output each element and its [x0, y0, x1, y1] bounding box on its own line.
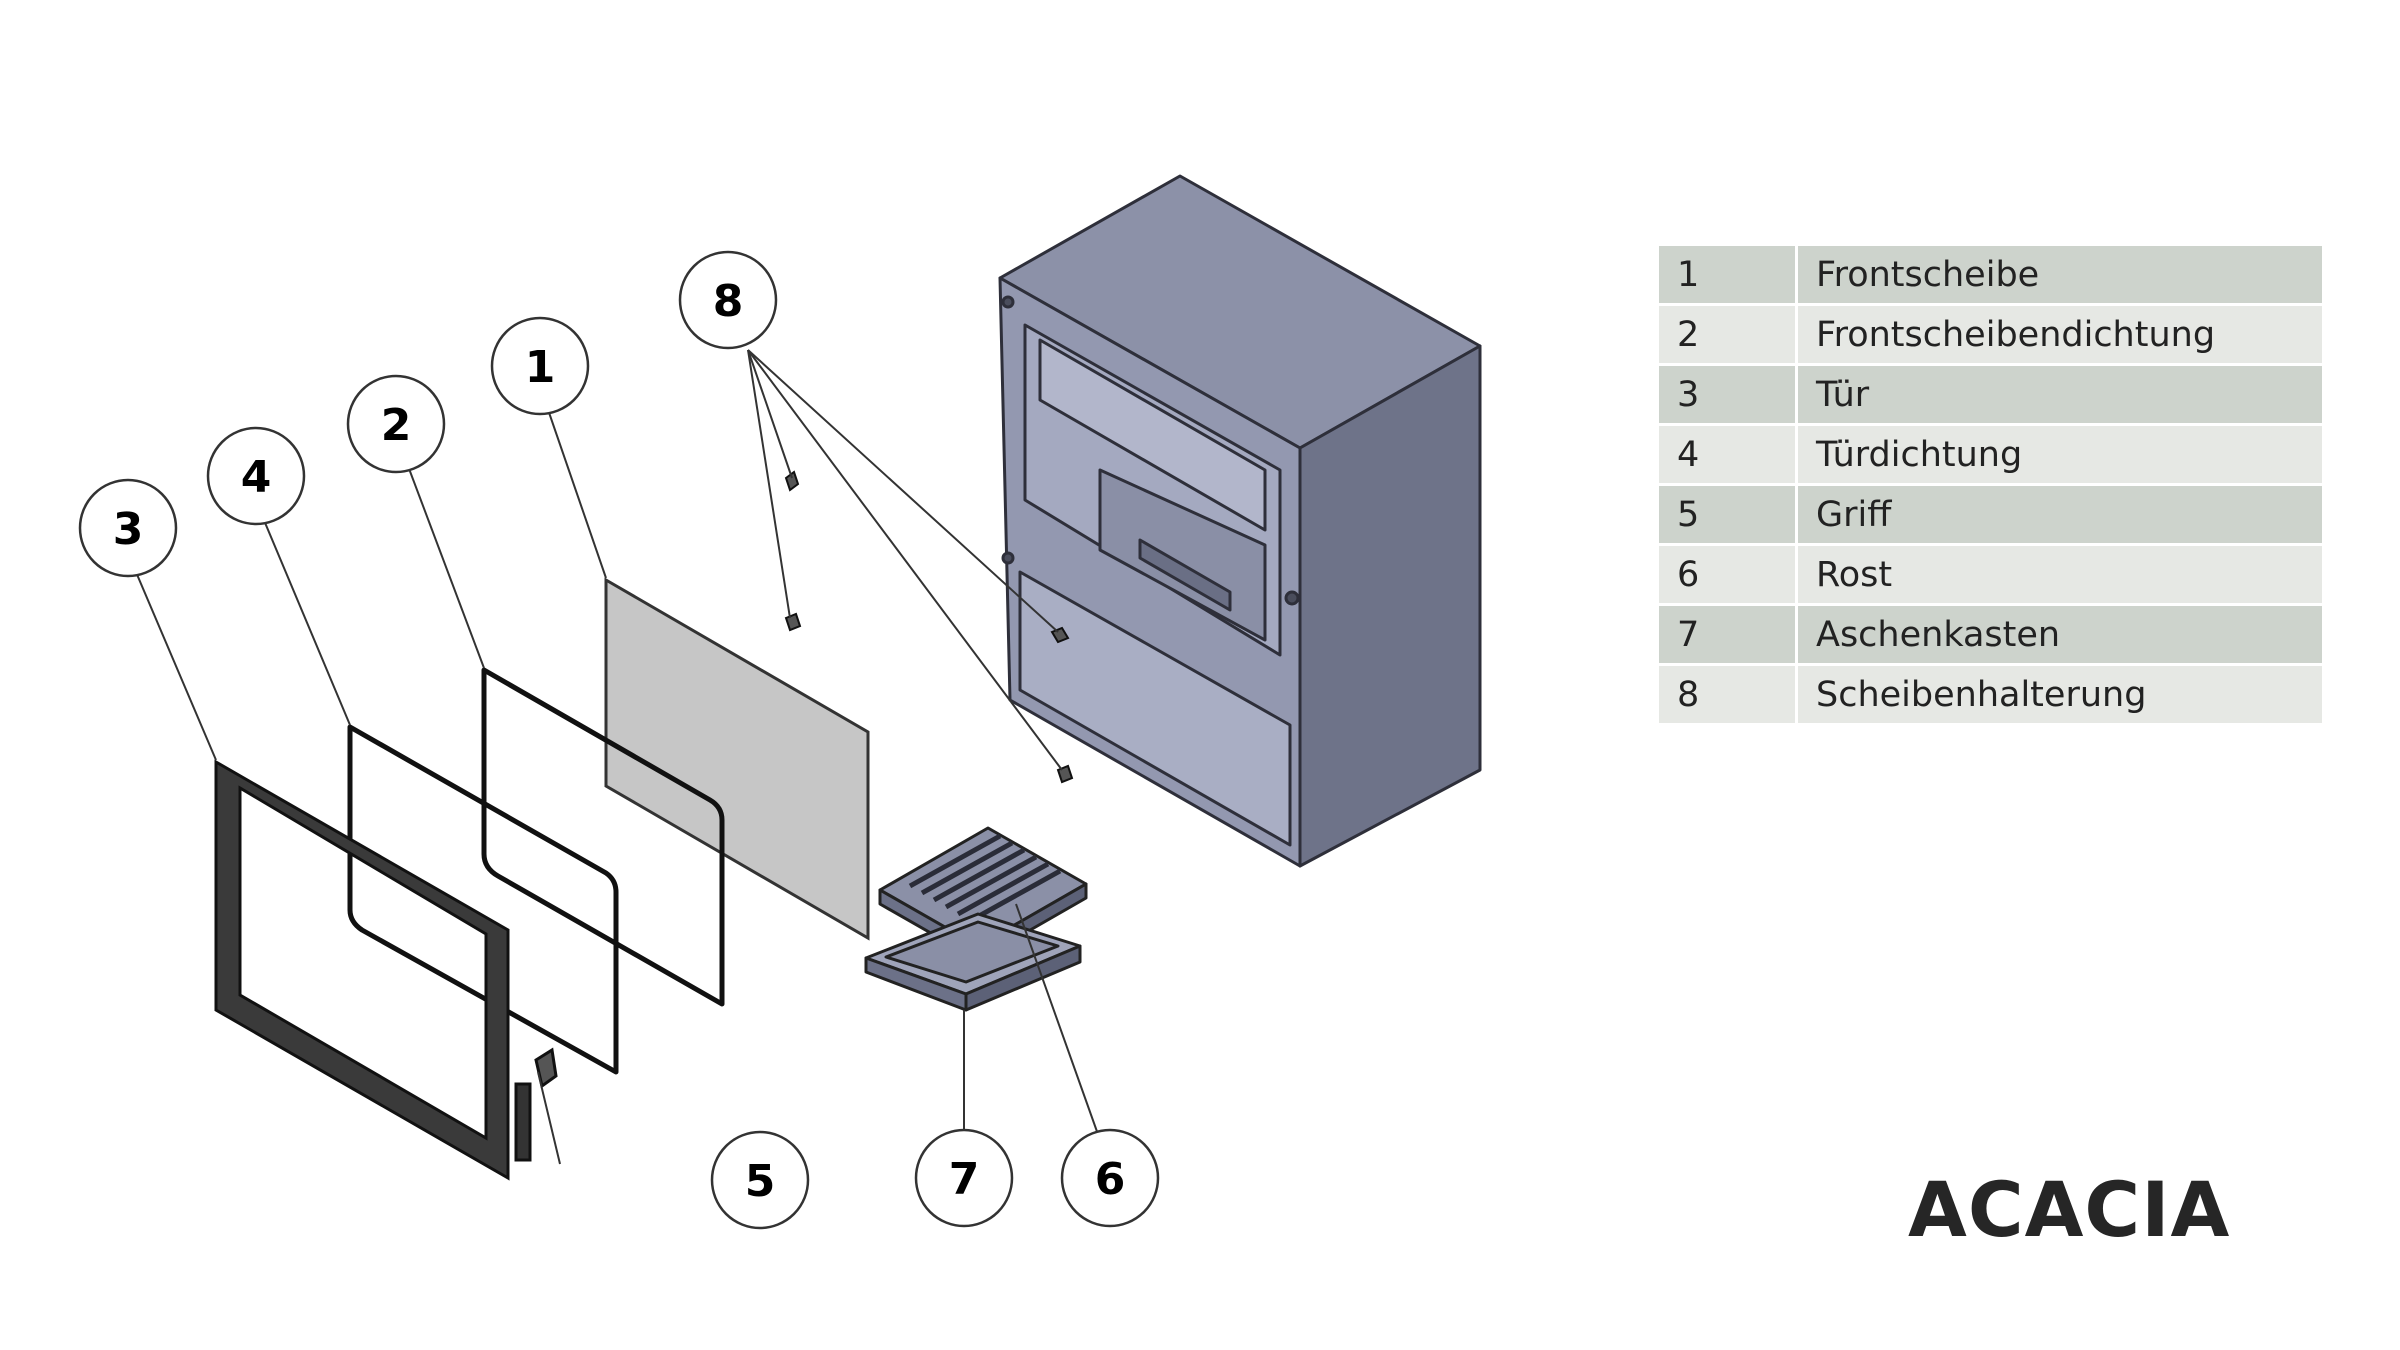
table-row: 3 Tür — [1659, 364, 2322, 426]
part-name: Türdichtung — [1796, 424, 2322, 486]
stove-body — [998, 174, 1482, 868]
svg-text:2: 2 — [381, 400, 412, 451]
table-row: 4 Türdichtung — [1659, 424, 2322, 486]
table-row: 1 Frontscheibe — [1659, 246, 2322, 306]
callout-1: 1 — [490, 316, 590, 416]
callout-4: 4 — [206, 426, 306, 526]
part-name: Rost — [1796, 544, 2322, 606]
svg-text:4: 4 — [241, 452, 272, 503]
part-name: Aschenkasten — [1796, 604, 2322, 666]
part-name: Frontscheibendichtung — [1796, 304, 2322, 366]
parts-legend-table: 1 Frontscheibe 2 Frontscheibendichtung 3… — [1659, 246, 2322, 726]
callout-8: 8 — [678, 250, 778, 350]
front-glass — [604, 577, 870, 941]
part-number: 4 — [1659, 424, 1798, 486]
table-row: 5 Griff — [1659, 484, 2322, 546]
svg-text:5: 5 — [745, 1156, 776, 1207]
door-handle — [514, 1047, 558, 1162]
part-number: 8 — [1659, 664, 1798, 726]
part-number: 6 — [1659, 544, 1798, 606]
table-row: 8 Scheibenhalterung — [1659, 664, 2322, 726]
part-number: 2 — [1659, 304, 1798, 366]
part-number: 1 — [1659, 246, 1798, 306]
table-row: 6 Rost — [1659, 544, 2322, 606]
callout-6: 6 — [1060, 1128, 1160, 1228]
svg-text:1: 1 — [525, 342, 556, 393]
door-gasket — [347, 724, 619, 1075]
leader-lines — [129, 349, 1101, 1165]
svg-text:6: 6 — [1095, 1154, 1126, 1205]
door-frame — [214, 759, 510, 1181]
glass-gasket — [481, 667, 725, 1007]
part-name: Griff — [1796, 484, 2322, 546]
svg-text:8: 8 — [713, 276, 744, 327]
part-number: 5 — [1659, 484, 1798, 546]
part-name: Scheibenhalterung — [1796, 664, 2322, 726]
part-number: 3 — [1659, 364, 1798, 426]
part-number: 7 — [1659, 604, 1798, 666]
table-row: 7 Aschenkasten — [1659, 604, 2322, 666]
svg-text:7: 7 — [949, 1154, 980, 1205]
brand-title: ACACIA — [1908, 1165, 2231, 1254]
part-name: Frontscheibe — [1796, 246, 2322, 306]
callout-3: 3 — [78, 478, 178, 578]
callout-5: 5 — [710, 1130, 810, 1230]
svg-text:3: 3 — [113, 504, 144, 555]
callout-2: 2 — [346, 374, 446, 474]
part-name: Tür — [1796, 364, 2322, 426]
table-row: 2 Frontscheibendichtung — [1659, 304, 2322, 366]
callout-7: 7 — [914, 1128, 1014, 1228]
